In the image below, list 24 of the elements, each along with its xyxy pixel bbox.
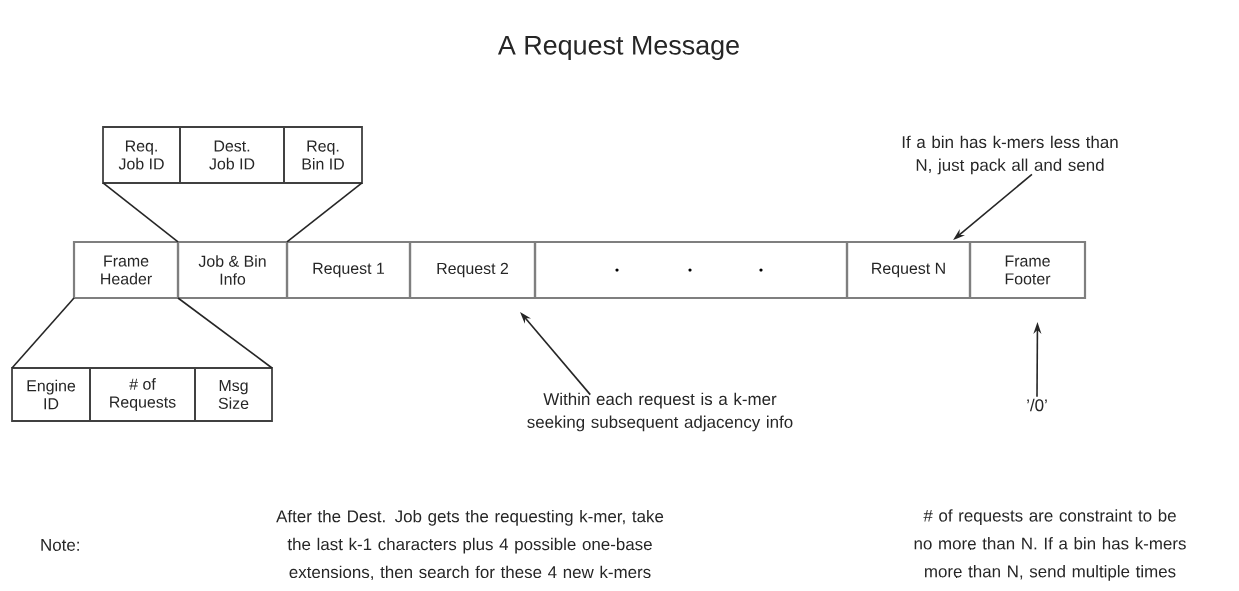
field-cell: Frame Header bbox=[72, 240, 180, 300]
expansion-line bbox=[102, 182, 179, 243]
field-cell: Request 1 bbox=[285, 240, 412, 300]
field-cell: Dest. Job ID bbox=[179, 126, 285, 184]
note-text: # of requests are constraint to be no more than N. If a bin has k-mers more than N, send multiple times bbox=[914, 509, 1186, 581]
annotation: ’/0’ bbox=[1027, 398, 1047, 412]
note-text: After the Dest. Job gets the requesting k-mer, take the last k-1 characters plus 4 possible one-base extensions, then search for these 4 new k-mers bbox=[276, 509, 664, 581]
field-cell: Msg Size bbox=[194, 367, 273, 422]
field-cell bbox=[533, 240, 849, 300]
field-cell: Request 2 bbox=[408, 240, 537, 300]
annotation: If a bin has k-mers less than N, just pack all and send bbox=[902, 135, 1118, 175]
annotation: Within each request is a k-mer seeking subsequent adjacency info bbox=[527, 392, 793, 432]
note-label: Note: bbox=[41, 539, 79, 551]
field-cell: Request N bbox=[845, 240, 972, 300]
title: A Request Message bbox=[497, 35, 739, 61]
field-cell: # of Requests bbox=[89, 367, 196, 422]
field-cell: Frame Footer bbox=[968, 240, 1087, 300]
field-cell: Req. Bin ID bbox=[283, 126, 363, 184]
expansion-line bbox=[286, 182, 363, 243]
expansion-line bbox=[11, 297, 75, 369]
field-cell: Job & Bin Info bbox=[176, 240, 289, 300]
expansion-line bbox=[177, 297, 273, 369]
field-cell: Engine ID bbox=[11, 367, 91, 422]
field-cell: Req. Job ID bbox=[102, 126, 181, 184]
